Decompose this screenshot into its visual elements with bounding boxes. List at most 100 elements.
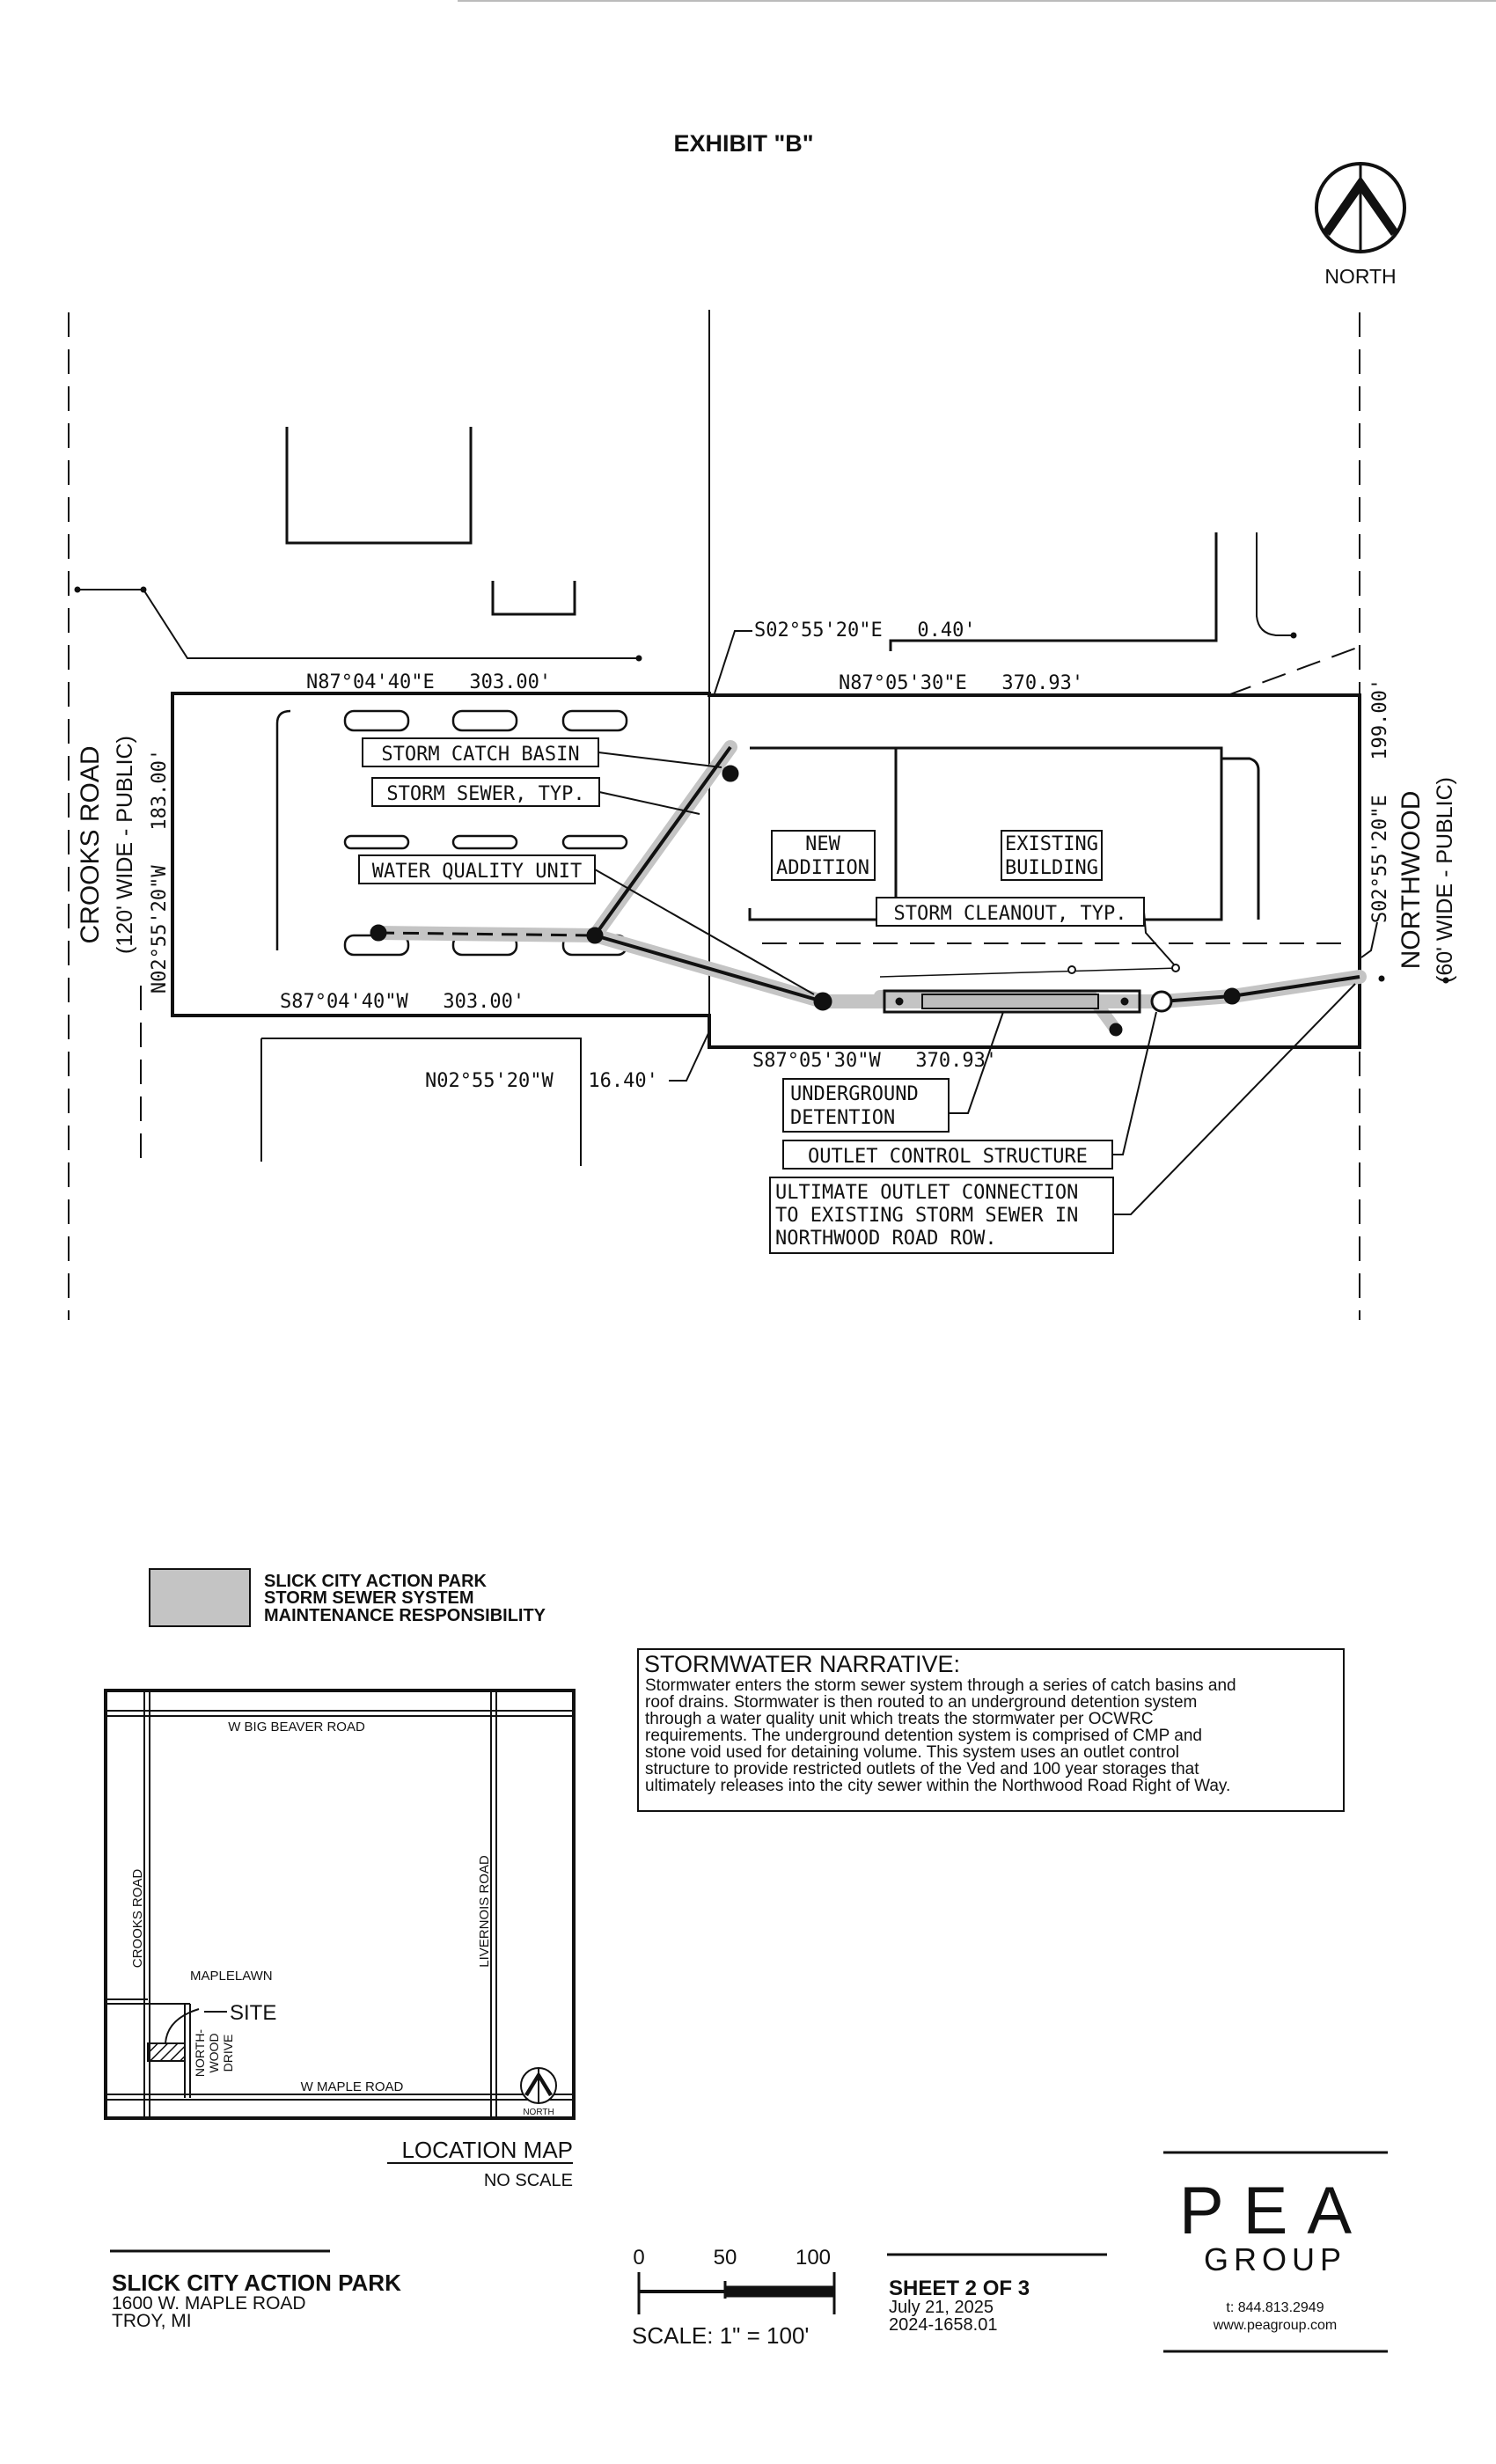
neighbor-south-west <box>260 1038 582 1166</box>
svg-text:NORTH: NORTH <box>523 2108 554 2117</box>
storm-sewer-south-run <box>594 934 824 1003</box>
narrative-line: requirements. The underground detention … <box>645 1727 1202 1745</box>
cleanout-2 <box>1171 964 1180 972</box>
svg-text:WATER QUALITY UNIT: WATER QUALITY UNIT <box>372 861 582 883</box>
logo-word: PEA <box>1179 2174 1371 2248</box>
svg-text:NEW: NEW <box>805 833 840 855</box>
legend-swatch <box>149 1568 251 1627</box>
narrative-line: stone void used for detaining volume. Th… <box>645 1743 1179 1762</box>
map-crooks: CROOKS ROAD <box>130 1869 145 1969</box>
narrative-heading: STORMWATER NARRATIVE: <box>644 1651 960 1677</box>
northwood-road-label: NORTHWOOD <box>1397 791 1426 970</box>
callout-storm-cleanout: STORM CLEANOUT, TYP. <box>876 897 1175 965</box>
location-map-title: LOCATION MAP <box>401 2137 573 2163</box>
svg-text:ADDITION: ADDITION <box>776 857 869 879</box>
stormwater-narrative: STORMWATER NARRATIVE: Stormwater enters … <box>637 1648 1345 1812</box>
svg-text:50: 50 <box>714 2246 737 2270</box>
svg-text:NORTH-: NORTH- <box>193 2029 207 2078</box>
narrative-line: through a water quality unit which treat… <box>645 1710 1154 1728</box>
project-address: 1600 W. MAPLE ROAD <box>112 2293 306 2314</box>
callout-ultimate-outlet: ULTIMATE OUTLET CONNECTION TO EXISTING S… <box>769 983 1356 1254</box>
existing-building-annex <box>1221 757 1260 920</box>
pea-group-logo: PEA GROUP t: 844.813.2949 www.peagroup.c… <box>1163 2151 1388 2353</box>
catch-basin-south <box>1109 1023 1123 1037</box>
bearing-jog-north: S02°55'20"E 0.40' <box>754 620 976 642</box>
title-block: SLICK CITY ACTION PARK 1600 W. MAPLE ROA… <box>110 2151 1388 2353</box>
detention-pipe-outer <box>883 989 1141 1014</box>
crooks-road-width: (120' WIDE - PUBLIC) <box>113 736 137 954</box>
logo-phone: t: 844.813.2949 <box>1226 2300 1324 2315</box>
map-north-arrow-icon <box>524 2072 553 2096</box>
storm-sewer-north-run <box>593 745 732 937</box>
bearing-south-east: S87°05'30"W 370.93' <box>752 1050 997 1072</box>
crooks-road-label: CROOKS ROAD <box>76 745 105 943</box>
svg-text:NORTHWOOD ROAD ROW.: NORTHWOOD ROAD ROW. <box>775 1228 997 1250</box>
job-number: 2024-1658.01 <box>889 2315 997 2335</box>
bearing-jog-south: N02°55'20"W 16.40' <box>425 1070 658 1092</box>
north-arrow: NORTH <box>1315 162 1406 288</box>
svg-text:ULTIMATE OUTLET CONNECTION: ULTIMATE OUTLET CONNECTION <box>775 1182 1078 1204</box>
existing-building-label: EXISTING BUILDING <box>1001 830 1103 881</box>
legend-line-1: SLICK CITY ACTION PARK <box>264 1572 488 1591</box>
water-quality-unit <box>813 992 832 1011</box>
location-map: W BIG BEAVER ROAD CROOKS ROAD LIVERNOIS … <box>104 1689 576 2190</box>
northwood-road-width: (60' WIDE - PUBLIC) <box>1433 777 1457 983</box>
catch-basin-west <box>370 924 387 942</box>
site-marker <box>147 2042 186 2062</box>
map-livernois: LIVERNOIS ROAD <box>477 1855 492 1968</box>
bearing-north-west: N87°04'40"E 303.00' <box>306 671 551 693</box>
svg-text:BUILDING: BUILDING <box>1005 857 1098 879</box>
scale-text: SCALE: 1" = 100' <box>632 2322 809 2349</box>
logo-web: www.peagroup.com <box>1213 2318 1338 2333</box>
new-addition-label: NEW ADDITION <box>771 830 876 881</box>
cleanout-1 <box>1067 965 1076 974</box>
svg-text:STORM CLEANOUT, TYP.: STORM CLEANOUT, TYP. <box>894 903 1127 925</box>
svg-text:STORM CATCH BASIN: STORM CATCH BASIN <box>381 744 579 766</box>
legend: SLICK CITY ACTION PARK STORM SEWER SYSTE… <box>149 1568 546 1627</box>
narrative-line: Stormwater enters the storm sewer system… <box>645 1676 1236 1695</box>
leader-jog-south <box>669 1030 710 1082</box>
map-site: SITE <box>230 2001 276 2025</box>
narrative-line: structure to provide restricted outlets … <box>645 1760 1199 1778</box>
svg-text:STORM SEWER, TYP.: STORM SEWER, TYP. <box>386 783 584 805</box>
scale-bar <box>637 2272 836 2314</box>
site-plan <box>68 310 1361 1320</box>
neighbor-fence <box>77 589 639 659</box>
sheet-number: SHEET 2 OF 3 <box>889 2277 1030 2300</box>
svg-text:DETENTION: DETENTION <box>790 1107 895 1129</box>
catch-basin-north <box>722 765 739 782</box>
roof-drain-line <box>879 967 1180 978</box>
neighbor-building-north-2 <box>491 581 576 616</box>
outlet-control-structure <box>1150 990 1173 1013</box>
bearing-west-side: N02°55'20"W 183.00' <box>149 749 171 994</box>
map-maplelawn: MAPLELAWN <box>190 1969 273 1984</box>
catch-basin-mid <box>586 927 604 944</box>
svg-text:TO EXISTING STORM SEWER IN: TO EXISTING STORM SEWER IN <box>775 1205 1078 1227</box>
project-name: SLICK CITY ACTION PARK <box>112 2270 401 2296</box>
leader-jog-north <box>714 630 752 694</box>
outlet-manhole <box>1223 987 1241 1005</box>
north-arrow-label: NORTH <box>1324 265 1396 288</box>
sheet-date: July 21, 2025 <box>889 2298 994 2317</box>
svg-text:OUTLET CONTROL STRUCTURE: OUTLET CONTROL STRUCTURE <box>808 1146 1088 1168</box>
neighbor-building-northeast <box>889 532 1218 651</box>
neighbor-dashes-ne <box>1227 646 1360 696</box>
legend-line-3: MAINTENANCE RESPONSIBILITY <box>264 1606 546 1625</box>
svg-text:WOOD: WOOD <box>207 2033 221 2072</box>
storm-sewer-west <box>378 931 596 937</box>
map-north-arrow: NORTH <box>520 2067 557 2117</box>
leader-east-side <box>1360 921 1378 958</box>
bearing-north-east: N87°05'30"E 370.93' <box>839 672 1083 694</box>
bearing-east-side: S02°55'20"E 199.00' <box>1369 678 1391 923</box>
legend-line-2: STORM SEWER SYSTEM <box>264 1588 474 1608</box>
bearing-south-west: S87°04'40"W 303.00' <box>280 991 524 1013</box>
svg-text:0: 0 <box>633 2246 644 2270</box>
location-map-scale: NO SCALE <box>484 2171 573 2190</box>
callout-underground-detention: UNDERGROUND DETENTION <box>782 1011 1004 1133</box>
exhibit-title: EXHIBIT "B" <box>673 130 813 157</box>
svg-text:EXISTING: EXISTING <box>1005 833 1098 855</box>
svg-text:100: 100 <box>796 2246 831 2270</box>
callout-water-quality: WATER QUALITY UNIT <box>358 854 815 995</box>
narrative-line: ultimately releases into the city sewer … <box>645 1777 1230 1795</box>
